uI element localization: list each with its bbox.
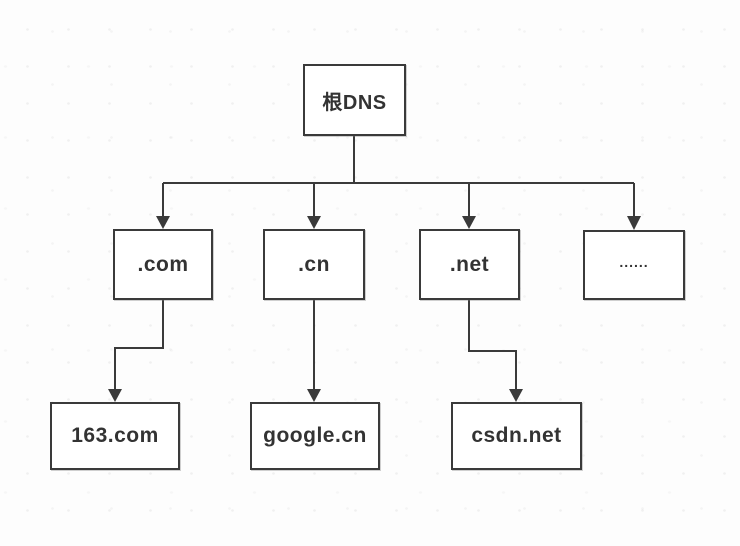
node-tld-cn: .cn bbox=[263, 229, 365, 300]
arrowhead-163 bbox=[108, 389, 122, 402]
arrowhead-net bbox=[462, 216, 476, 229]
node-tld-net-label: .net bbox=[449, 252, 490, 276]
edge-com-to-163 bbox=[114, 300, 164, 390]
arrowhead-csdn bbox=[509, 389, 523, 402]
node-site-googlecn-label: google.cn bbox=[263, 424, 367, 447]
node-tld-com: .com bbox=[113, 229, 213, 300]
node-site-163com-label: 163.com bbox=[71, 424, 159, 447]
arrowhead-others bbox=[627, 216, 641, 230]
node-root-dns: 根DNS bbox=[303, 64, 406, 136]
node-tld-others: ...... bbox=[583, 230, 685, 300]
node-site-csdnnet-label: csdn.net bbox=[471, 424, 562, 447]
arrowhead-com bbox=[156, 216, 170, 229]
edge-net-to-csdn bbox=[468, 300, 517, 390]
node-root-dns-label: 根DNS bbox=[322, 91, 387, 114]
arrowhead-cn bbox=[307, 216, 321, 229]
node-site-163com: 163.com bbox=[50, 402, 180, 470]
node-tld-com-label: .com bbox=[137, 252, 189, 276]
arrowhead-google bbox=[307, 389, 321, 402]
node-tld-net: .net bbox=[419, 229, 520, 300]
node-tld-cn-label: .cn bbox=[298, 252, 330, 276]
node-site-csdnnet: csdn.net bbox=[451, 402, 582, 470]
node-site-googlecn: google.cn bbox=[250, 402, 380, 470]
node-tld-others-label: ...... bbox=[619, 254, 649, 270]
